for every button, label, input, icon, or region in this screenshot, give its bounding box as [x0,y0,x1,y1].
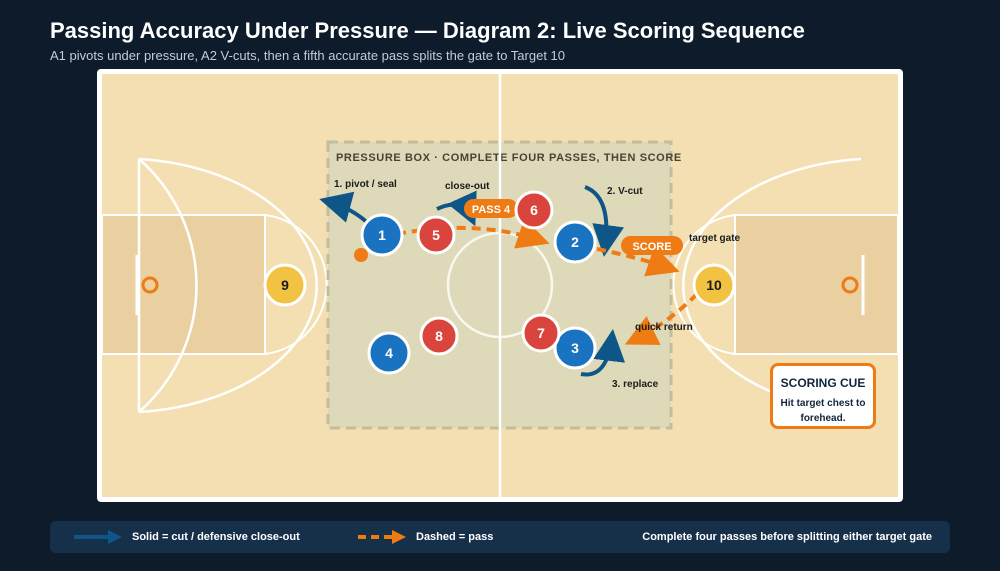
player-6-label: 6 [530,202,538,218]
player-3: 3 [553,326,597,370]
player-4: 4 [367,331,411,375]
v-cut-arrow [584,185,625,257]
left-hoop-icon [141,276,159,294]
score-pass-line [596,246,680,277]
target-10: 10 [692,263,736,307]
page-title: Passing Accuracy Under Pressure — Diagra… [50,18,805,43]
pivot-seal-annotation: 1. pivot / seal [334,179,397,190]
pass4-badge-label: PASS 4 [472,204,511,216]
legend-dashed-label: Dashed = pass [416,531,494,543]
player-4-label: 4 [385,345,393,361]
quick-return-pass-line [624,292,699,345]
right-paint [734,214,899,355]
player-1-label: 1 [378,227,386,243]
player-8-label: 8 [435,328,443,344]
player-2: 2 [553,220,597,264]
page-subtitle: A1 pivots under pressure, A2 V-cuts, the… [50,48,566,63]
right-free-throw-arc [672,214,736,355]
score-badge [621,236,683,255]
pressure-box-label: PRESSURE BOX · COMPLETE FOUR PASSES, THE… [336,152,682,164]
legend-dashed: Dashed = pass [356,521,493,553]
scoring-cue-card: SCORING CUE Hit target chest to forehead… [770,363,876,429]
target-gate-annotation: target gate [689,233,741,244]
player-6: 6 [514,190,554,230]
target-9-label: 9 [281,277,289,293]
legend-solid-label: Solid = cut / defensive close-out [132,531,300,543]
pass4-badge [464,199,518,218]
close-out-annotation: close-out [445,181,490,192]
left-three-point-line [137,158,198,413]
ball-icon [354,248,368,262]
legend-bar: Solid = cut / defensive close-out Dashed… [50,521,950,553]
left-paint [101,214,266,355]
legend-note: Complete four passes before splitting ei… [642,531,932,543]
replace-cut-arrow [580,329,626,377]
player-3-label: 3 [571,340,579,356]
court: PRESSURE BOX · COMPLETE FOUR PASSES, THE… [97,69,903,502]
legend-solid: Solid = cut / defensive close-out [72,521,300,553]
target-9: 9 [263,263,307,307]
pass-4-line [396,218,550,249]
replace-annotation: 3. replace [612,379,659,390]
court-diagram: PRESSURE BOX · COMPLETE FOUR PASSES, THE… [97,69,903,502]
score-badge-label: SCORE [632,241,671,253]
v-cut-annotation: 2. V-cut [607,186,643,197]
player-5-label: 5 [432,227,440,243]
left-free-throw-arc [264,214,328,355]
dashed-line-icon [358,530,406,544]
player-1: 1 [360,213,404,257]
player-7-label: 7 [537,325,545,341]
quick-return-annotation: quick return [635,322,693,333]
center-circle [446,231,554,339]
target-10-label: 10 [706,277,722,293]
right-hoop-icon [841,276,859,294]
player-2-label: 2 [571,234,579,250]
left-three-point-arc [138,157,318,414]
player-7: 7 [521,313,561,353]
scoring-cue-body: Hit target chest to forehead. [780,398,866,424]
player-8: 8 [419,316,459,356]
player-5: 5 [416,215,456,255]
scoring-cue-title: SCORING CUE [780,376,866,390]
solid-line-icon [74,530,122,544]
